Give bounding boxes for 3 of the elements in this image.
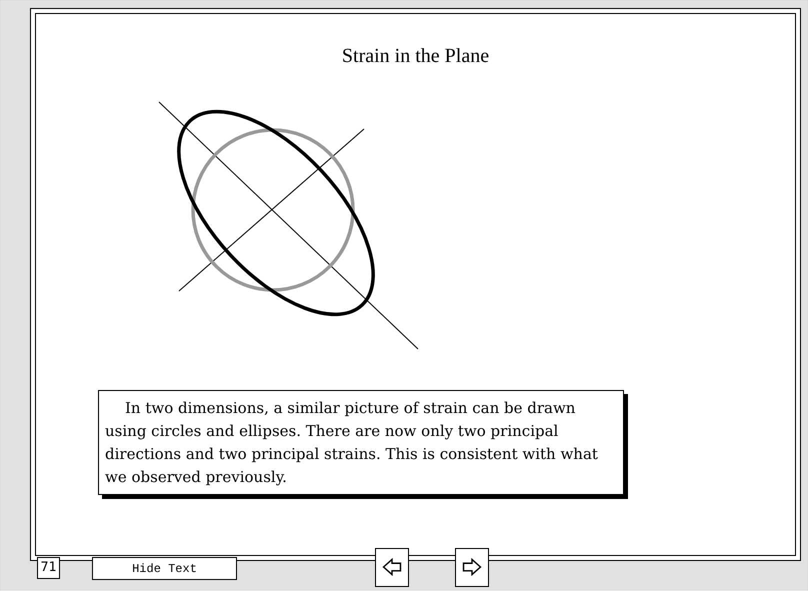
slide-title: Strain in the Plane: [340, 45, 490, 68]
page-number: 71: [37, 557, 60, 579]
hide-text-button: Hide Text: [92, 557, 237, 580]
